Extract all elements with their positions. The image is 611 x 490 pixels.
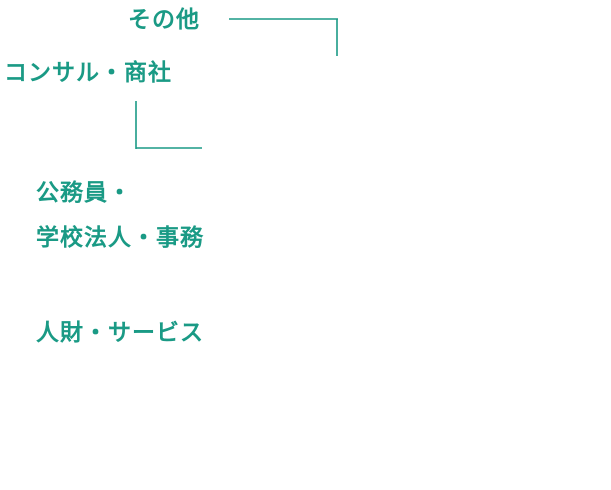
label-hr-services: 人財・サービス <box>36 320 204 346</box>
label-other: その他 <box>128 7 200 33</box>
label-public-servant-line1: 公務員・ <box>36 180 132 206</box>
label-consulting-trading: コンサル・商社 <box>4 60 172 86</box>
label-public-servant-line2: 学校法人・事務 <box>36 225 204 251</box>
